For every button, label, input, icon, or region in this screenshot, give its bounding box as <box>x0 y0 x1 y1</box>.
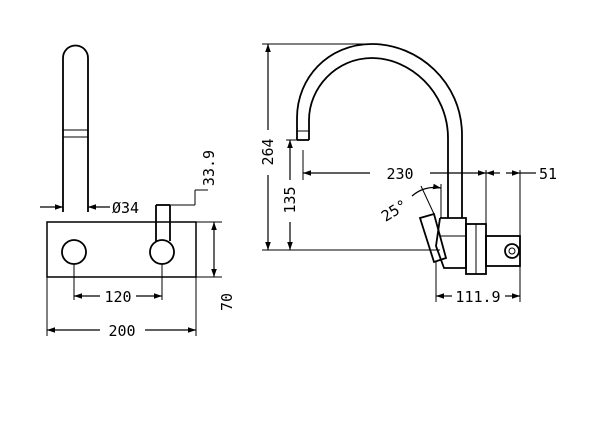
centers-label: 120 <box>104 288 131 306</box>
handle-offset-label: 33.9 <box>200 150 218 186</box>
outlet-height-label: 135 <box>281 186 299 213</box>
front-view: Ø34 33.9 120 200 70 <box>40 44 236 340</box>
plate-width-label: 200 <box>108 322 135 340</box>
side-spout-outer <box>296 43 463 218</box>
plate-height-label: 70 <box>218 293 236 311</box>
side-view: 264 135 230 51 25° 111.9 <box>259 43 557 306</box>
front-handle-circle <box>149 239 175 265</box>
front-outlet-circle <box>61 239 87 265</box>
side-spout-inner <box>308 57 449 218</box>
angle-label: 25° <box>378 196 411 226</box>
side-lever-handle <box>418 212 448 264</box>
reach-label: 230 <box>386 165 413 183</box>
angle-reference-line <box>420 185 435 215</box>
front-spout <box>62 44 89 212</box>
diameter-label: Ø34 <box>112 199 139 217</box>
depth-label: 51 <box>539 165 557 183</box>
side-cartridge-knob <box>504 243 520 259</box>
side-cartridge-knob-inner <box>508 247 516 255</box>
angle-arc <box>411 183 442 197</box>
total-height-label: 264 <box>259 138 277 165</box>
side-cartridge <box>485 235 521 267</box>
front-cover-plate <box>46 221 197 278</box>
body-depth-label: 111.9 <box>455 288 500 306</box>
side-body <box>435 217 467 269</box>
